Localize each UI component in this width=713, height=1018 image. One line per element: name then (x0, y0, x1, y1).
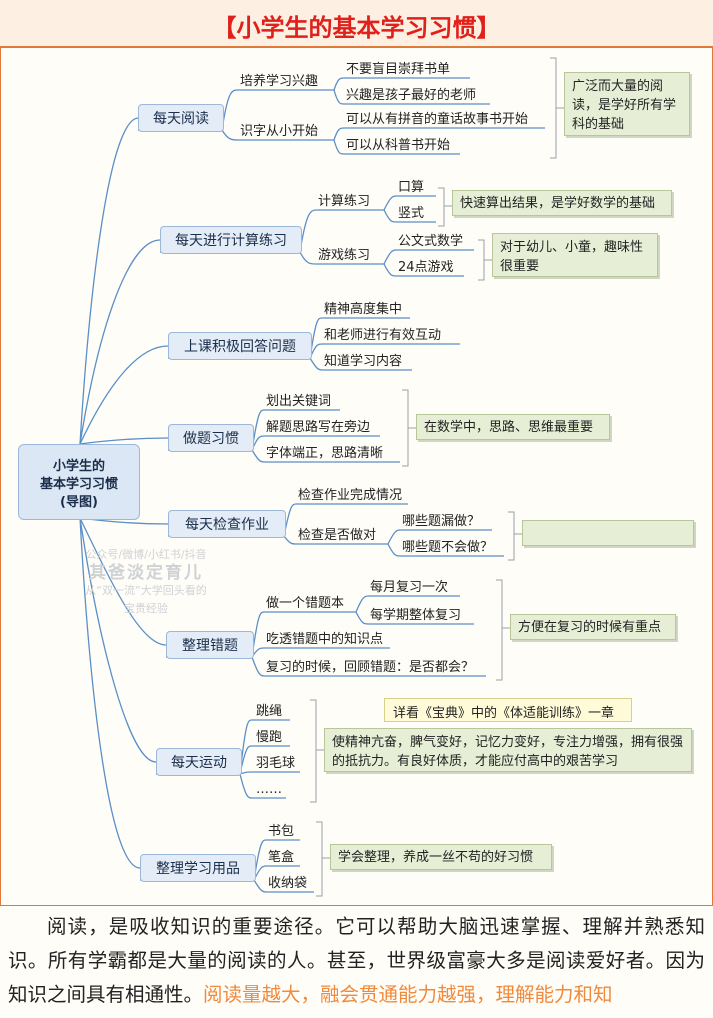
link-root-b3 (79, 437, 169, 445)
note-supplies: 学会整理，养成一丝不苟的好习惯 (330, 844, 552, 870)
bracket-b4 (508, 511, 522, 561)
b0-c0-label: 培养学习兴趣 (240, 73, 318, 89)
link-root-b2 (79, 345, 169, 445)
note-game: 对于幼儿、小童，趣味性很重要 (492, 233, 658, 277)
note-exercise: 使精神亢奋，脾气变好，记忆力变好，专注力增强，拥有很强的抵抗力。有良好体质，才能… (324, 728, 692, 772)
b3-c2: 字体端正，思路清晰 (266, 445, 383, 461)
bracket-b3 (402, 389, 416, 467)
link-root-b7 (79, 517, 141, 869)
footer-paragraph: 阅读，是吸收知识的重要途径。它可以帮助大脑迅速掌握、理解并熟悉知识。所有学霸都是… (0, 906, 713, 1012)
b7-c0: 书包 (268, 824, 294, 839)
branch-problem-habits: 做题习惯 (168, 424, 254, 452)
b1-c1-g1: 24点游戏 (398, 260, 454, 275)
watermark-line-4: 宝贵经验 (124, 602, 168, 615)
link-root-b6 (79, 517, 157, 763)
b3-c1: 解题思路写在旁边 (266, 419, 370, 435)
title-bar: 【小学生的基本学习习惯】 (0, 0, 713, 48)
b5-c0-g0: 每月复习一次 (370, 579, 448, 595)
branch-reading: 每天阅读 (138, 104, 224, 132)
root-node: 小学生的 基本学习习惯 (导图) (18, 444, 140, 520)
bracket-calc (438, 187, 452, 227)
b5-c0-g1: 每学期整体复习 (370, 607, 461, 623)
b6-c3: …… (256, 782, 282, 797)
callout-exercise: 详看《宝典》中的《体适能训练》一章 (384, 698, 632, 722)
b0-c0-g1: 兴趣是孩子最好的老师 (346, 87, 476, 103)
b0-c1-g0: 可以从有拼音的童话故事书开始 (346, 111, 528, 127)
b2-c2: 知道学习内容 (324, 353, 402, 369)
b1-c1-g0: 公文式数学 (398, 233, 463, 249)
b1-c0-label: 计算练习 (318, 194, 370, 209)
b7-c2: 收纳袋 (268, 876, 307, 891)
b0-c1-g1: 可以从科普书开始 (346, 138, 450, 153)
bracket-b0 (550, 57, 564, 159)
link-root-b1 (79, 239, 161, 445)
b1-c0-g1: 竖式 (398, 206, 424, 221)
page-title: 【小学生的基本学习习惯】 (212, 14, 501, 42)
branch-check-homework: 每天检查作业 (168, 510, 286, 538)
note-mistakes: 方便在复习的时候有重点 (510, 614, 676, 640)
note-problem: 在数学中，思路、思维最重要 (416, 414, 610, 440)
bracket-game (478, 239, 492, 281)
watermark-line-2: 其爸淡定育儿 (89, 563, 203, 583)
root-line-2: 基本学习习惯 (39, 477, 118, 492)
link-root-b0 (79, 117, 139, 445)
note-check (522, 520, 694, 546)
b0-c1-label: 识字从小开始 (240, 124, 318, 139)
b4-c1-g1: 哪些题不会做？ (402, 540, 493, 555)
b6-c0: 跳绳 (256, 704, 282, 719)
link-root-b5 (79, 517, 167, 646)
b2-c1: 和老师进行有效互动 (324, 328, 441, 343)
branch-exercise: 每天运动 (156, 748, 242, 776)
b1-c0-g0: 口算 (398, 180, 424, 195)
watermark: 公众号/微博/小红书/抖音 其爸淡定育儿 从“双一流”大学回头看的 宝贵经验 (56, 546, 236, 618)
watermark-line-1: 公众号/微博/小红书/抖音 (85, 548, 207, 561)
footer-text: 阅读，是吸收知识的重要途径。它可以帮助大脑迅速掌握、理解并熟悉知识。所有学霸都是… (8, 915, 705, 1006)
branch-calculation: 每天进行计算练习 (160, 226, 302, 254)
b0-c0-g0: 不要盲目崇拜书单 (346, 61, 450, 77)
footer-highlight: 阅读量越大，融会贯通能力越强，理解能力和知 (203, 983, 613, 1006)
branch-mistakes: 整理错题 (166, 631, 254, 659)
bracket-b5 (496, 579, 510, 681)
b1-c1-label: 游戏练习 (318, 248, 370, 263)
footer: 阅读，是吸收知识的重要途径。它可以帮助大脑迅速掌握、理解并熟悉知识。所有学霸都是… (0, 905, 713, 1018)
b6-c1: 慢跑 (256, 729, 282, 745)
root-line-3: (导图) (60, 495, 98, 510)
bracket-b7 (316, 821, 330, 897)
b7-c1: 笔盒 (268, 849, 294, 865)
b2-c0: 精神高度集中 (324, 301, 402, 317)
note-reading: 广泛而大量的阅读，是学好所有学科的基础 (564, 72, 690, 136)
branch-supplies: 整理学习用品 (140, 854, 256, 882)
b4-c1-label: 检查是否做对 (298, 528, 376, 543)
b5-c0-label: 做一个错题本 (266, 596, 344, 611)
root-line-1: 小学生的 (52, 459, 105, 474)
b3-c0: 划出关键词 (266, 394, 331, 409)
b6-c2: 羽毛球 (256, 756, 295, 771)
b4-c1-g0: 哪些题漏做？ (402, 513, 480, 529)
bracket-b6 (310, 699, 324, 803)
b4-c0-label: 检查作业完成情况 (298, 488, 402, 503)
b5-c2-label: 复习的时候，回顾错题：是否都会？ (266, 659, 474, 675)
note-calc: 快速算出结果，是学好数学的基础 (452, 190, 672, 216)
branch-answer-questions: 上课积极回答问题 (168, 332, 312, 360)
b5-c1-label: 吃透错题中的知识点 (266, 631, 383, 647)
watermark-line-3: 从“双一流”大学回头看的 (85, 584, 207, 597)
